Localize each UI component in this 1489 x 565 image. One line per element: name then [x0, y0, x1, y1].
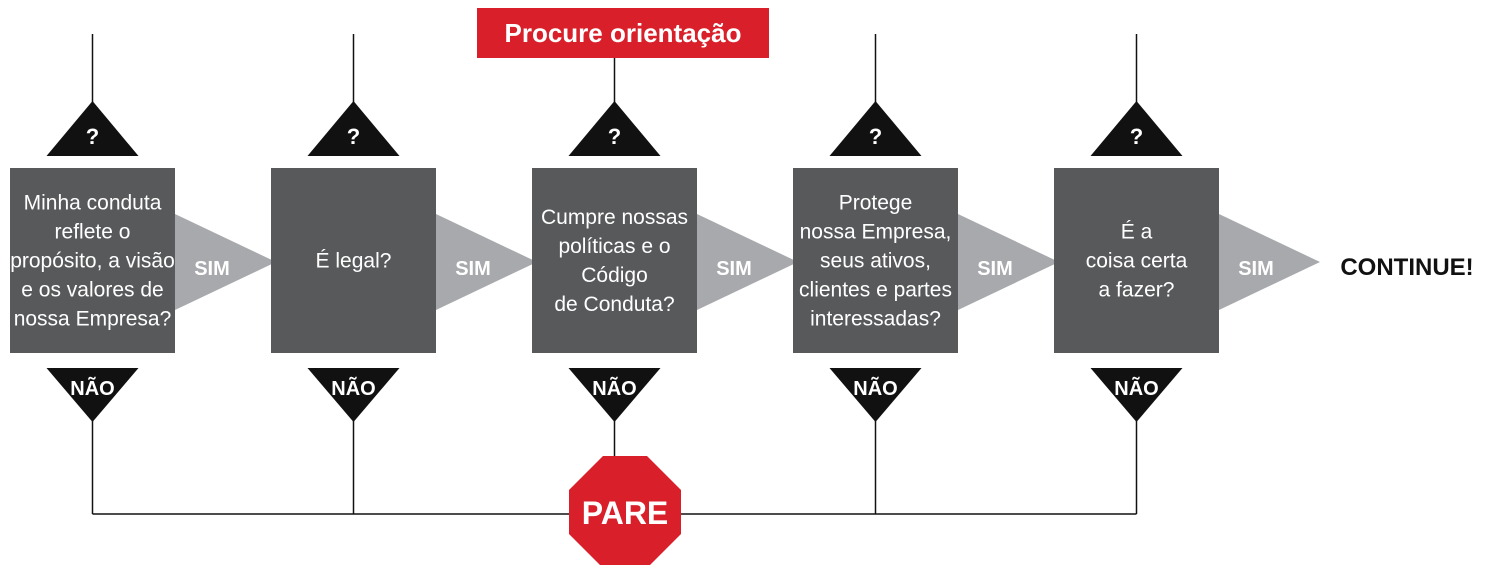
- no-label: NÃO: [592, 377, 636, 400]
- yes-label: SIM: [716, 258, 752, 280]
- continue-label: CONTINUE!: [1340, 254, 1473, 281]
- question-mark: ?: [86, 124, 99, 149]
- step-3: ? Cumpre nossas políticas e o Código de Cond…: [532, 101, 798, 422]
- step-text-line: e os valores de: [21, 279, 163, 302]
- yes-label: SIM: [1238, 258, 1274, 280]
- step-text-line: de Conduta?: [554, 293, 674, 316]
- step-text-line: Minha conduta: [24, 192, 162, 215]
- step-text-line: Cumpre nossas: [541, 206, 688, 229]
- step-text-line: seus ativos,: [820, 250, 931, 273]
- step-text-line: propósito, a visão: [10, 250, 175, 273]
- yes-arrow: [436, 214, 537, 310]
- question-mark: ?: [347, 124, 360, 149]
- step-5: ? É a coisa certa a fazer? NÃO SIM: [1054, 101, 1320, 422]
- step-box: [271, 168, 436, 353]
- no-triangle: [829, 368, 922, 422]
- step-box: [532, 168, 697, 353]
- no-triangle: [568, 368, 661, 422]
- step-text-line: nossa Empresa?: [14, 308, 172, 331]
- question-triangle: [307, 101, 400, 156]
- question-triangle: [1090, 101, 1183, 156]
- step-text-line: coisa certa: [1086, 250, 1188, 273]
- stop-octagon: [569, 456, 681, 565]
- seek-guidance-box: [477, 8, 769, 58]
- step-text-line: É legal?: [316, 250, 392, 273]
- stop-sign: PARE: [569, 456, 681, 565]
- no-triangle: [307, 368, 400, 422]
- yes-label: SIM: [194, 258, 230, 280]
- step-text-line: Protege: [839, 192, 913, 215]
- step-1: ? Minha conduta reflete o propósito, a visã…: [10, 101, 276, 422]
- no-label: NÃO: [1114, 377, 1158, 400]
- no-label: NÃO: [331, 377, 375, 400]
- step-text-line: É a: [1121, 221, 1153, 244]
- step-box: [1054, 168, 1219, 353]
- step-text-line: interessadas?: [810, 308, 941, 331]
- yes-arrow: [1219, 214, 1320, 310]
- seek-guidance-label: Procure orientação: [505, 18, 742, 48]
- no-label: NÃO: [70, 377, 114, 400]
- step-text-line: Código: [581, 264, 648, 287]
- step-text-line: reflete o: [55, 221, 131, 244]
- step-4: ? Protege nossa Empresa, seus ativos, client…: [793, 101, 1059, 422]
- question-mark: ?: [608, 124, 621, 149]
- step-2: ? É legal? NÃO SIM: [271, 101, 537, 422]
- step-box: [793, 168, 958, 353]
- step-text-line: clientes e partes: [799, 279, 952, 302]
- stop-label: PARE: [582, 495, 669, 531]
- yes-arrow: [958, 214, 1059, 310]
- no-triangle: [1090, 368, 1183, 422]
- question-mark: ?: [869, 124, 882, 149]
- step-text-line: nossa Empresa,: [800, 221, 952, 244]
- step-text-line: a fazer?: [1099, 279, 1175, 302]
- flow-shapes: ? Minha conduta reflete o propósito, a visã…: [10, 101, 1320, 422]
- no-triangle: [46, 368, 139, 422]
- step-text-line: políticas e o: [558, 235, 670, 258]
- question-triangle: [46, 101, 139, 156]
- yes-label: SIM: [455, 258, 491, 280]
- step-box: [10, 168, 175, 353]
- yes-arrow: [697, 214, 798, 310]
- question-mark: ?: [1130, 124, 1143, 149]
- yes-arrow: [175, 214, 276, 310]
- seek-guidance-banner: Procure orientação: [477, 8, 769, 58]
- yes-label: SIM: [977, 258, 1013, 280]
- question-triangle: [568, 101, 661, 156]
- no-label: NÃO: [853, 377, 897, 400]
- question-triangle: [829, 101, 922, 156]
